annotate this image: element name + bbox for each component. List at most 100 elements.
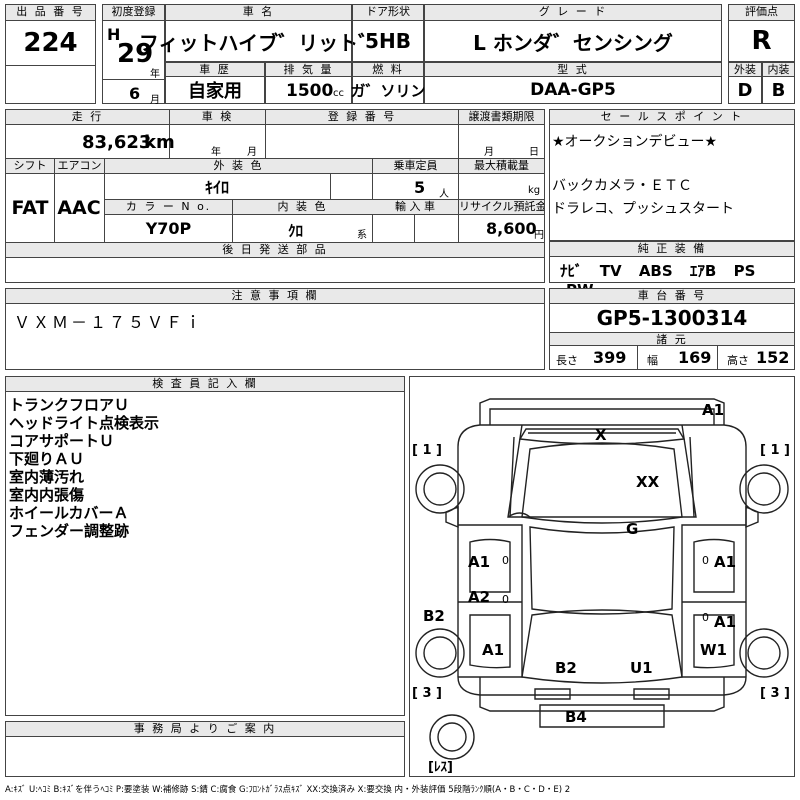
transfer-day-unit: 日 xyxy=(529,147,539,158)
year-unit: 年 xyxy=(150,69,160,80)
zero-mark: 0 xyxy=(702,611,709,624)
reg-no-label: 登 録 番 号 xyxy=(265,110,458,125)
tire-rear-right: [ 3 ] xyxy=(760,686,790,701)
notes-box: 注 意 事 項 欄 ＶＸＭ－１７５ＶＦｉ xyxy=(5,288,545,370)
first-reg-year: 29 xyxy=(117,39,154,69)
damage-mark-x-grille: X xyxy=(595,426,607,444)
equipment-item: ﾅﾋﾞ xyxy=(560,262,583,280)
score-box: 評価点 R xyxy=(728,4,795,62)
equipment-box: 純 正 装 備 ﾅﾋﾞ TV ABS ｴｱB PS PW xyxy=(549,241,795,299)
tire-front-right: [ 1 ] xyxy=(760,443,790,458)
mileage-unit: km xyxy=(144,132,175,153)
height-label: 高さ xyxy=(727,354,749,367)
model-label: 型 式 xyxy=(425,63,721,77)
details-box: 走 行 車 検 登 録 番 号 譲渡書類期限 83,623 km 年 月 月 日… xyxy=(5,109,545,283)
model-box: 型 式 DAA-GP5 xyxy=(424,62,722,104)
interior-box: 内装 B xyxy=(762,62,795,104)
equipment-item: ｴｱB xyxy=(689,262,717,280)
load-label: 最大積載量 xyxy=(458,159,544,174)
score: R xyxy=(751,26,772,56)
model: DAA-GP5 xyxy=(530,80,616,100)
office-label: 事 務 局 よ り ご 案 内 xyxy=(6,722,404,737)
ext-color: ｷｲﾛ xyxy=(204,178,229,197)
car-name-box: 車 名 フィットハイブ゛リット゛ xyxy=(138,4,379,62)
notes-label: 注 意 事 項 欄 xyxy=(6,289,544,304)
displacement: 1500 xyxy=(286,81,334,101)
inspector-line: コアサポートＵ xyxy=(9,432,115,450)
mileage-label: 走 行 xyxy=(6,110,169,125)
chassis-label: 車 台 番 号 xyxy=(550,289,794,304)
inspector-line: 室内内張傷 xyxy=(9,486,85,504)
inspection-month-unit: 月 xyxy=(247,147,257,158)
sales-point-line: ドラレコ、プッシュスタート xyxy=(552,201,734,217)
chassis-box: 車 台 番 号 GP5-1300314 諸 元 長さ 399 幅 169 高さ … xyxy=(549,288,795,370)
exterior-label: 外装 xyxy=(729,63,761,77)
damage-mark-a1-left-front-door: A1 xyxy=(468,553,490,571)
lot-number-label: 出 品 番 号 xyxy=(6,5,95,21)
fuel-label: 燃 料 xyxy=(353,63,423,77)
displacement-unit: cc xyxy=(333,88,344,99)
capacity: 5 xyxy=(414,178,426,197)
equipment-item: TV xyxy=(599,262,622,280)
office-box: 事 務 局 よ り ご 案 内 xyxy=(5,721,405,777)
score-label: 評価点 xyxy=(729,5,794,21)
history: 自家用 xyxy=(188,81,242,102)
damage-mark-b2-left-rear: B2 xyxy=(423,607,445,625)
recycle-label: リサイクル預託金 xyxy=(458,200,544,215)
door-label: ドア形状 xyxy=(353,5,423,21)
equipment-item: ABS xyxy=(638,262,673,280)
lot-number-box: 出 品 番 号 224 xyxy=(5,4,96,104)
transfer-label: 譲渡書類期限 xyxy=(458,110,544,125)
inspector-label: 検 査 員 記 入 欄 xyxy=(6,377,404,392)
first-reg-month: 6 xyxy=(129,84,141,103)
interior-score: B xyxy=(771,79,786,101)
int-color-unit: 系 xyxy=(357,230,367,241)
mileage: 83,623 xyxy=(82,132,152,153)
shift-label: シフト xyxy=(6,159,54,174)
inspector-line: ヘッドライト点検表示 xyxy=(9,414,160,432)
car-diagram: A1 X XX G A1 A1 A2 B2 A1 A1 W1 B2 U1 B4 … xyxy=(412,398,790,775)
door-type: 5HB xyxy=(365,29,411,53)
first-registration-label: 初度登録 xyxy=(103,5,164,21)
zero-mark: 0 xyxy=(702,554,709,567)
transfer-month-unit: 月 xyxy=(484,147,494,158)
exterior-score: D xyxy=(737,79,753,101)
ext-color-label: 外 装 色 xyxy=(104,159,372,174)
damage-mark-a1-left-rear-fender: A1 xyxy=(482,641,504,659)
height: 152 xyxy=(756,348,790,367)
damage-mark-a1-front-bumper: A1 xyxy=(702,401,724,419)
spare-tire: [ﾚｽ] xyxy=(428,760,453,775)
inspector-line: フェンダー調整跡 xyxy=(9,522,130,540)
ac-label: エアコン xyxy=(54,159,104,174)
fuel: ガ゛ソリン xyxy=(350,81,426,100)
damage-mark-b2-rear-bumper: B2 xyxy=(555,659,577,677)
fuel-box: 燃 料 ガ゛ソリン xyxy=(350,62,426,104)
width-label: 幅 xyxy=(647,354,658,367)
load-unit: kg xyxy=(528,185,541,196)
length: 399 xyxy=(593,348,627,367)
grade: L ホンダ゛センシング xyxy=(473,30,673,55)
damage-mark-u1-rear-bumper: U1 xyxy=(630,659,653,677)
damage-mark-a1-right-front-door: A1 xyxy=(714,553,736,571)
history-box: 車 歴 自家用 xyxy=(165,62,265,104)
inspector-line: ホイールカバーＡ xyxy=(9,504,129,522)
damage-mark-b4-rear: B4 xyxy=(565,708,587,726)
int-color: ｸﾛ xyxy=(288,222,304,240)
equipment-item: PS xyxy=(733,262,756,280)
color-number: Y70P xyxy=(145,219,192,238)
inspector-box: 検 査 員 記 入 欄 トランクフロアＵ ヘッドライト点検表示 コアサポートＵ … xyxy=(5,376,405,716)
car-name-label: 車 名 xyxy=(166,5,351,21)
exterior-box: 外装 D xyxy=(728,62,762,104)
car-name: フィットハイブ゛リット゛ xyxy=(138,30,379,55)
damage-mark-w1-right-rear-fender: W1 xyxy=(700,641,727,659)
lot-number: 224 xyxy=(23,28,78,58)
sales-points-label: セ ー ル ス ポ イ ン ト xyxy=(550,110,794,125)
inspection-year-unit: 年 xyxy=(211,147,221,158)
tire-rear-left: [ 3 ] xyxy=(412,686,442,701)
inspector-line: 室内薄汚れ xyxy=(9,468,85,486)
damage-mark-xx-windshield: XX xyxy=(636,473,660,491)
zero-mark: 0 xyxy=(502,554,509,567)
legend: A:ｷｽﾞ U:ﾍｺﾐ B:ｷｽﾞを伴うﾍｺﾐ P:要塗装 W:補修跡 S:錆 … xyxy=(5,785,571,795)
interior-label: 内装 xyxy=(763,63,794,77)
tire-front-left: [ 1 ] xyxy=(412,443,442,458)
